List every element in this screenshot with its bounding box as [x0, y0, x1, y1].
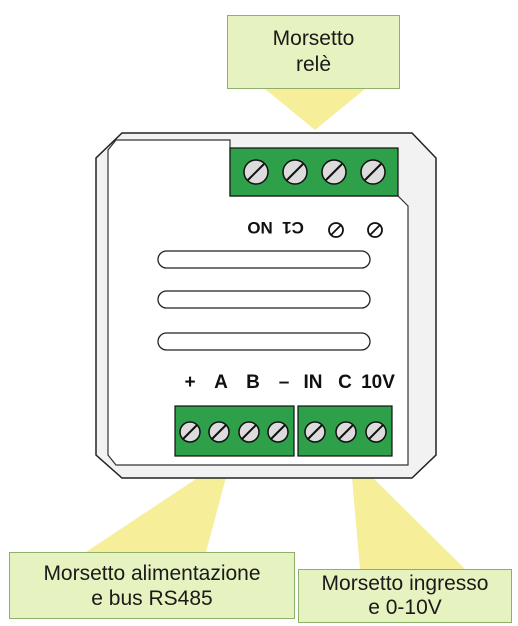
relay-screw-symbol-2 [367, 222, 383, 238]
vent-slot-3 [157, 332, 371, 351]
relay-screw-symbol-1 [328, 222, 344, 238]
label-10v: 10V [361, 372, 395, 393]
callout-relay-line2: relè [295, 53, 332, 76]
power-pointer [80, 455, 232, 556]
vent-slot-1 [157, 250, 371, 269]
power-screw-3 [238, 421, 260, 443]
callout-power-line1: Morsetto alimentazione [43, 561, 261, 585]
input-screw-2 [335, 421, 357, 443]
callout-relay-terminal: Morsetto relè [227, 15, 400, 89]
relay-screw-4 [360, 159, 386, 185]
callout-relay-line1: Morsetto [272, 27, 355, 50]
label-minus: – [279, 372, 290, 393]
relay-pointer [265, 89, 365, 130]
callout-power-line2: e bus RS485 [91, 586, 213, 610]
label-a: A [214, 372, 228, 393]
input-pointer [350, 455, 465, 569]
label-in: IN [304, 372, 323, 393]
input-screw-3 [365, 421, 387, 443]
label-c: C [338, 372, 352, 393]
relay-screw-3 [321, 159, 347, 185]
relay-label-no: NO [247, 218, 273, 237]
callout-input-line1: Morsetto ingresso [321, 572, 489, 595]
label-plus: + [184, 372, 195, 393]
relay-screw-2 [282, 159, 308, 185]
vent-slot-2 [157, 290, 371, 309]
relay-label-c1: C1 [282, 218, 304, 237]
power-screw-1 [179, 421, 201, 443]
callout-input-terminal: Morsetto ingresso e 0-10V [298, 569, 512, 623]
power-screw-2 [208, 421, 230, 443]
input-screw-1 [304, 421, 326, 443]
callout-input-line2: e 0-10V [368, 596, 442, 619]
relay-screw-1 [243, 159, 269, 185]
label-b: B [246, 372, 260, 393]
callout-power-terminal: Morsetto alimentazione e bus RS485 [9, 552, 295, 619]
power-screw-4 [267, 421, 289, 443]
